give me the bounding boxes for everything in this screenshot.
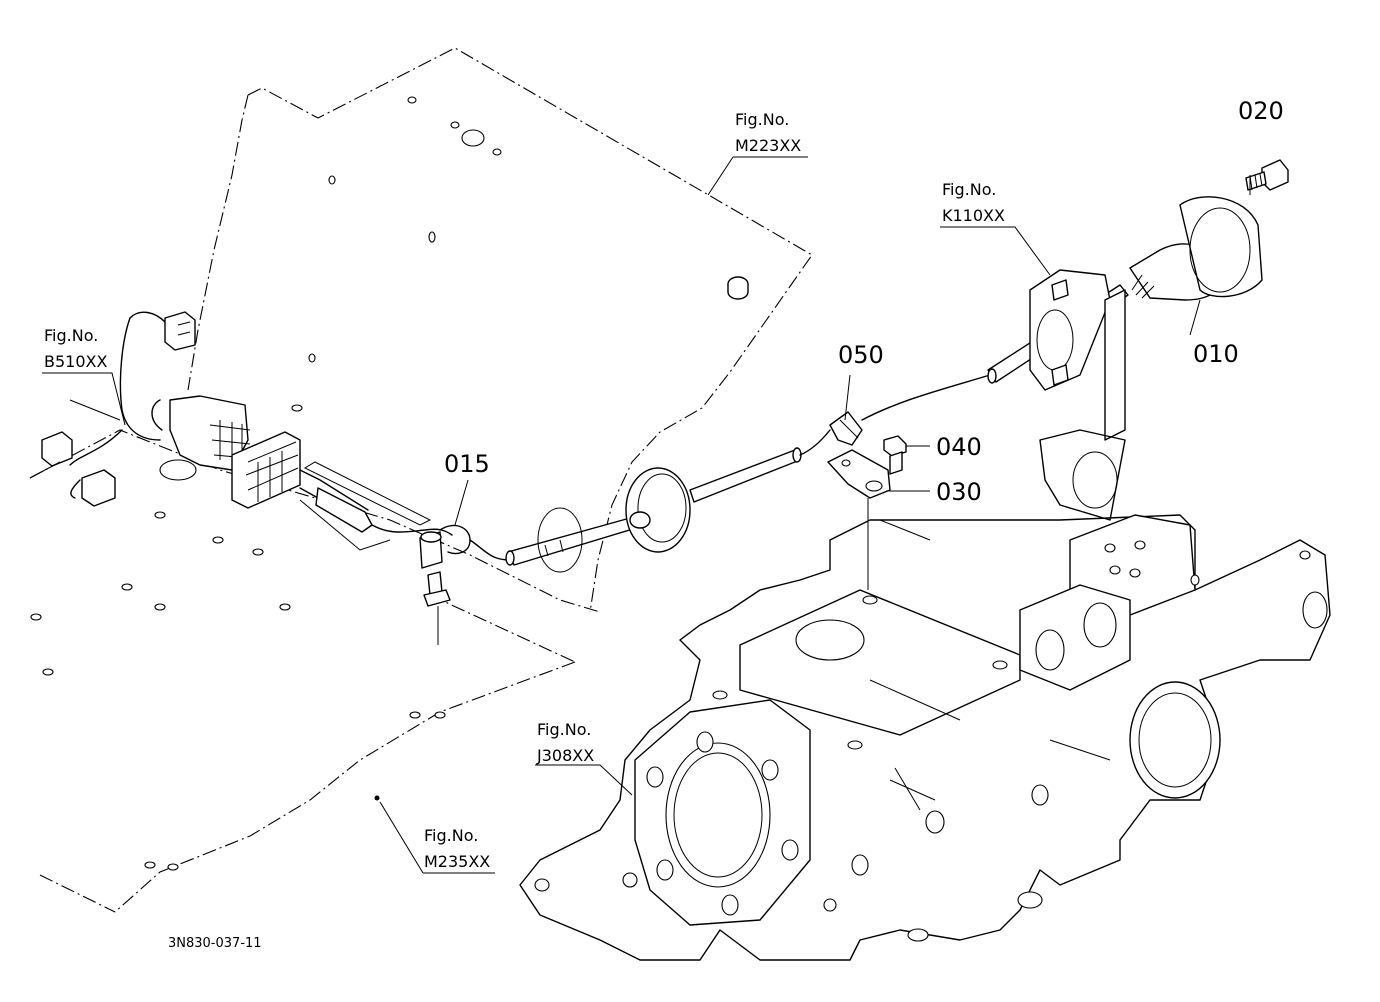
fig-ref-j308-title: Fig.No. [537,720,591,739]
fig-ref-m235-title: Fig.No. [424,826,478,845]
part-number-015: 015 [444,450,490,478]
part-number-050: 050 [838,341,884,369]
fig-ref-m223-title: Fig.No. [735,110,789,129]
part-number-labels: 020 010 050 040 030 015 [444,97,1284,506]
cable-assembly [469,429,831,573]
part-number-030: 030 [936,478,982,506]
floor-panel-lower [29,404,601,913]
floor-panel-upper [187,47,813,613]
figure-reference-labels: Fig.No. M223XX Fig.No. K110XX Fig.No. B5… [44,110,1005,871]
clip-stay-bolt [827,374,991,499]
clamp-015 [419,524,471,607]
fig-ref-k110-code: K110XX [942,206,1005,225]
fig-ref-b510-title: Fig.No. [44,326,98,345]
leader-lines [42,156,1251,874]
part-number-020: 020 [1238,97,1284,125]
part-number-040: 040 [936,433,982,461]
part-number-010: 010 [1193,340,1239,368]
fig-ref-m235-code: M235XX [424,852,490,871]
fig-ref-j308-code: J308XX [536,746,594,765]
fig-ref-m223-code: M223XX [735,136,801,155]
fig-ref-b510-code: B510XX [44,352,107,371]
fig-ref-k110-title: Fig.No. [942,180,996,199]
connector-harness-left [29,311,453,536]
bracket-k110 [1029,269,1126,521]
transmission-housing [519,514,1331,961]
drawing-code: 3N830-037-11 [168,936,262,951]
